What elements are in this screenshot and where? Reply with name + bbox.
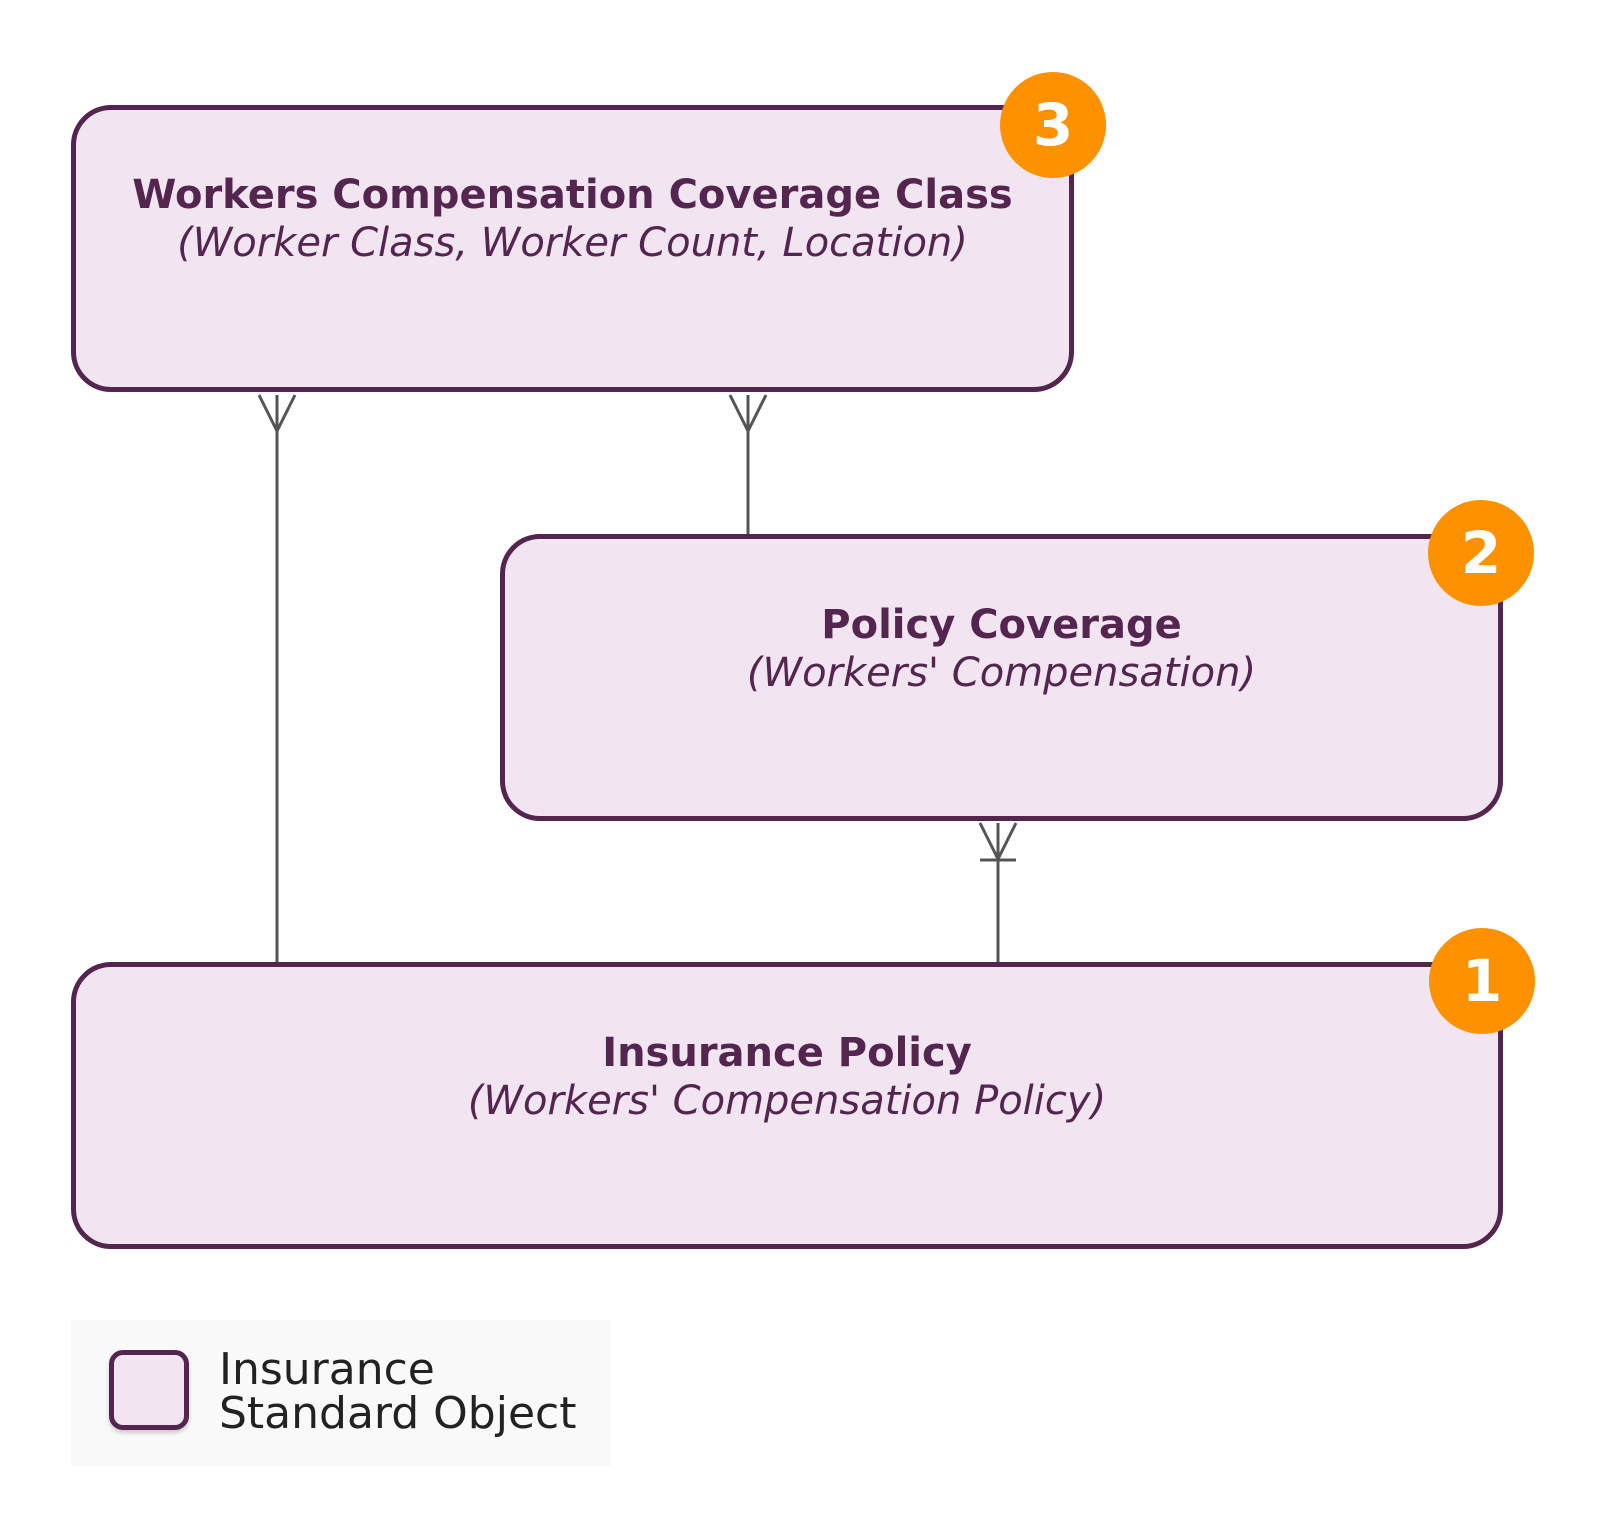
connector-policy-coverage-to-wccc — [728, 394, 768, 534]
entity-subtitle: (Workers' Compensation) — [746, 649, 1257, 696]
step-badge-3: 3 — [1000, 72, 1106, 178]
entity-title: Insurance Policy — [602, 1029, 972, 1076]
entity-policy-coverage[interactable]: Policy Coverage (Workers' Compensation) — [500, 534, 1503, 821]
entity-title: Workers Compensation Coverage Class — [132, 171, 1013, 218]
crows-foot-many-marker — [978, 822, 1018, 863]
connector-insurance-policy-to-policy-coverage — [978, 822, 1018, 962]
legend: Insurance Standard Object — [71, 1320, 611, 1466]
entity-subtitle: (Workers' Compensation Policy) — [467, 1077, 1107, 1124]
entity-insurance-policy[interactable]: Insurance Policy (Workers' Compensation … — [71, 962, 1503, 1249]
entity-subtitle: (Worker Class, Worker Count, Location) — [177, 219, 968, 266]
crows-foot-many-marker — [728, 394, 768, 435]
legend-swatch-standard-object — [109, 1350, 189, 1430]
step-badge-1: 1 — [1429, 928, 1535, 1034]
crows-foot-many-marker — [257, 394, 297, 435]
entity-title: Policy Coverage — [821, 601, 1182, 648]
entity-workers-compensation-coverage-class[interactable]: Workers Compensation Coverage Class (Wor… — [71, 105, 1074, 392]
step-badge-2: 2 — [1428, 500, 1534, 606]
legend-label: Insurance Standard Object — [219, 1344, 577, 1439]
connector-insurance-policy-to-wccc — [257, 394, 297, 962]
